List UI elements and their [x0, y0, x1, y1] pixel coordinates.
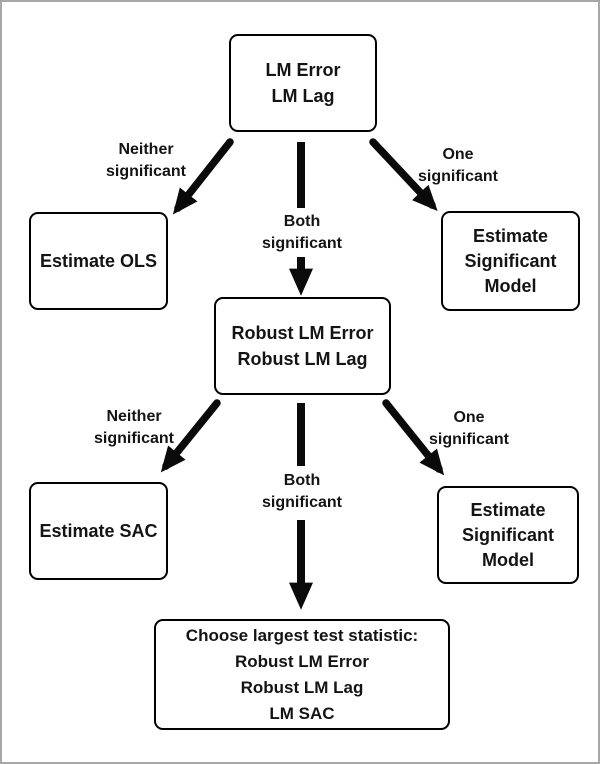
edge-label-line: significant: [428, 431, 509, 448]
node-line: Choose largest test statistic:: [185, 625, 419, 645]
edge-label-tier2-both-significant: Both significant: [222, 470, 382, 514]
node-robust-lm-tests: Robust LM Error Robust LM Lag: [214, 297, 391, 395]
node-line: Robust LM Lag: [240, 677, 364, 697]
edge-label-line: significant: [261, 235, 342, 252]
node-line: Significant: [464, 250, 557, 271]
arrow-tier2-neither: [160, 399, 221, 473]
node-estimate-significant-model-1: Estimate Significant Model: [441, 211, 580, 311]
edge-label-line: Both: [283, 213, 321, 230]
node-line: Significant: [461, 524, 554, 545]
edge-label-tier1-neither-significant: Neither significant: [66, 139, 226, 183]
edge-label-line: Both: [283, 472, 321, 489]
edge-label-tier1-one-significant: One significant: [378, 144, 538, 188]
edge-label-line: Neither: [118, 141, 174, 158]
node-estimate-ols: Estimate OLS: [29, 212, 168, 310]
node-line: Estimate: [470, 499, 546, 520]
node-line: LM Error: [265, 60, 341, 80]
node-line: Model: [482, 549, 534, 570]
edge-label-line: significant: [93, 430, 174, 447]
edge-label-line: One: [442, 146, 474, 163]
node-line: Robust LM Error: [234, 651, 370, 671]
edge-label-tier2-neither-significant: Neither significant: [54, 406, 214, 450]
node-line: Robust LM Lag: [237, 349, 368, 369]
edge-label-line: significant: [105, 163, 186, 180]
node-estimate-sac: Estimate SAC: [29, 482, 168, 580]
node-estimate-significant-model-2: Estimate Significant Model: [437, 486, 579, 584]
node-line: Estimate OLS: [39, 251, 158, 271]
node-line: Robust LM Error: [231, 323, 374, 343]
node-line: LM Lag: [271, 86, 335, 106]
arrow-tier1-neither: [172, 138, 234, 215]
node-line: Estimate: [472, 225, 549, 246]
edge-label-line: significant: [261, 494, 342, 511]
edge-label-line: Neither: [106, 408, 162, 425]
node-choose-largest-statistic: Choose largest test statistic: Robust LM…: [154, 619, 450, 730]
edge-label-line: significant: [417, 168, 498, 185]
node-line: LM SAC: [269, 703, 335, 723]
edge-label-tier1-both-significant: Both significant: [222, 211, 382, 255]
node-line: Estimate SAC: [39, 521, 158, 541]
node-lm-tests: LM Error LM Lag: [229, 34, 377, 132]
arrow-tier2-one: [382, 399, 445, 476]
node-line: Model: [484, 275, 537, 296]
edge-label-tier2-one-significant: One significant: [389, 407, 549, 451]
edge-label-line: One: [453, 409, 485, 426]
arrow-tier1-one: [369, 138, 438, 212]
